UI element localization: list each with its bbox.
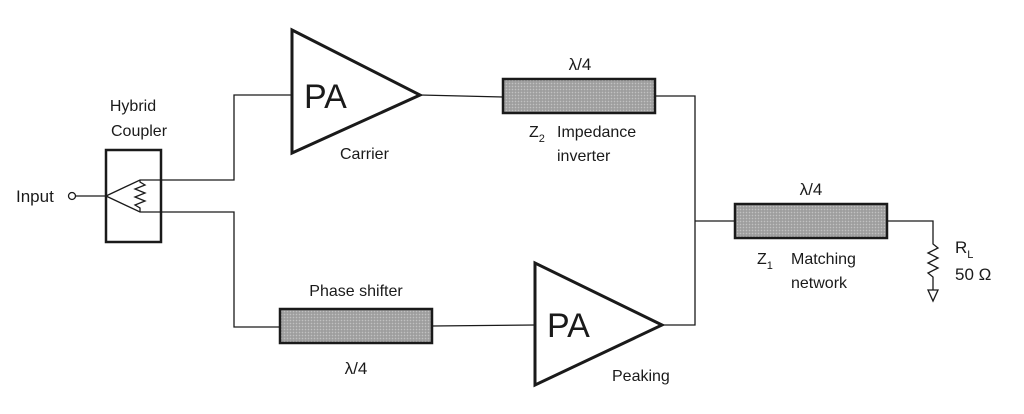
resistor-icon — [926, 240, 940, 290]
z2-label: Z2 — [529, 124, 545, 145]
hybrid-label-line1: Hybrid — [110, 98, 156, 115]
impedance-inverter-label-line2: inverter — [557, 148, 611, 165]
hybrid-coupler-icon — [104, 148, 163, 244]
tl-right-lambda: λ/4 — [800, 180, 823, 199]
matching-network-label-line2: network — [791, 275, 848, 292]
matching-network-label-line1: Matching — [791, 251, 856, 268]
impedance-inverter-transmission-line-icon — [501, 77, 657, 115]
peaking-input-wire — [161, 211, 280, 328]
matching-network-transmission-line-icon — [733, 202, 889, 240]
peaking-pa-label: PA — [547, 307, 590, 345]
peaking-label: Peaking — [612, 368, 670, 385]
input-terminal — [67, 191, 77, 201]
phase-shifter-output-wire — [431, 324, 536, 327]
combining-node-wire — [655, 95, 696, 326]
input-label: Input — [16, 187, 54, 206]
ground-icon — [926, 289, 940, 303]
carrier-pa-label: PA — [304, 78, 347, 116]
phase-shifter-transmission-line-icon — [278, 307, 434, 345]
rl-label: RL — [955, 238, 973, 261]
peaking-amplifier-icon — [533, 260, 666, 388]
hybrid-label-line2: Coupler — [111, 123, 168, 140]
carrier-label: Carrier — [340, 146, 390, 163]
rl-value: 50 Ω — [955, 265, 991, 284]
tl-bottom-lambda: λ/4 — [345, 359, 368, 378]
carrier-output-wire — [419, 94, 504, 98]
z1-label: Z1 — [757, 251, 773, 272]
tl-top-lambda: λ/4 — [569, 55, 592, 74]
impedance-inverter-label-line1: Impedance — [557, 124, 636, 141]
load-wire — [887, 220, 934, 240]
phase-shifter-label: Phase shifter — [309, 283, 403, 300]
carrier-input-wire — [161, 94, 292, 181]
carrier-amplifier-icon — [290, 27, 424, 156]
